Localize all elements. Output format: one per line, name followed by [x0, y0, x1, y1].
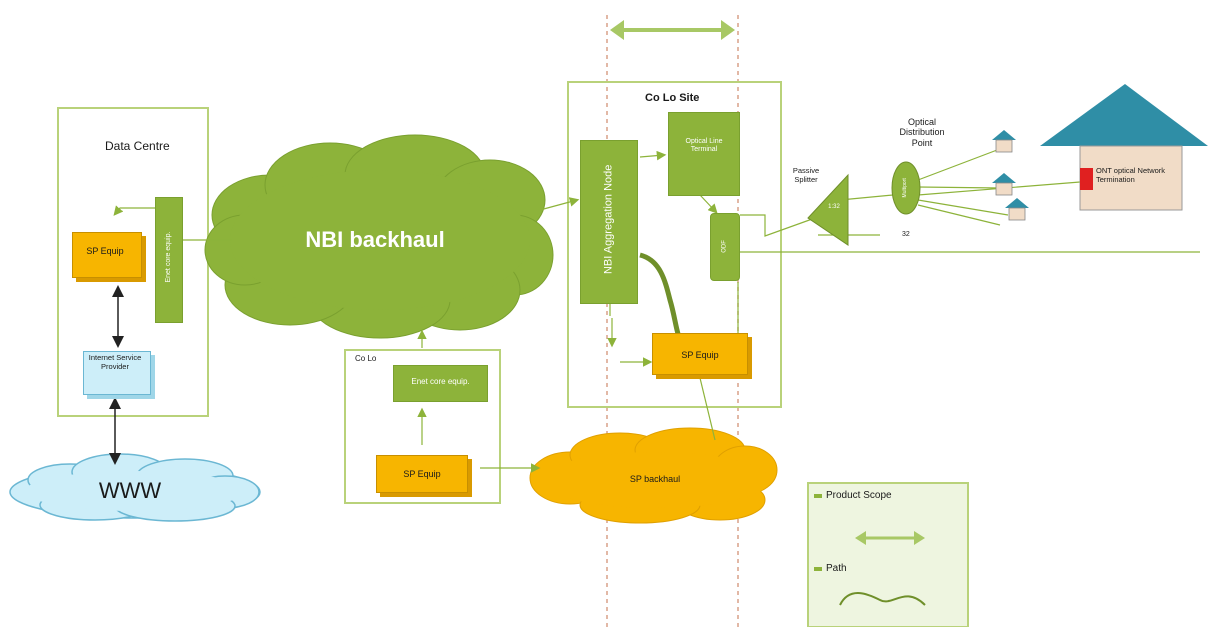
colo-site-sp-equip-label: SP Equip: [681, 350, 719, 360]
colo-site-frame: [567, 81, 782, 408]
olt-box[interactable]: [668, 112, 740, 196]
colo-site-title: Co Lo Site: [645, 92, 700, 104]
product-scope-arrow: [610, 20, 735, 40]
splitter-count: 32: [902, 231, 910, 238]
ont-label: ONT optical Network Termination: [1096, 166, 1166, 184]
legend-path-label: Path: [826, 563, 847, 574]
colo-core-equip-label: Enet core equip.: [411, 377, 470, 386]
odf-box[interactable]: [710, 213, 740, 281]
sp-backhaul-label: SP backhaul: [629, 474, 681, 484]
splitter-ratio: 1:32: [828, 204, 840, 210]
aggregation-node-box[interactable]: [580, 140, 638, 304]
colo-core-equip-box[interactable]: [393, 365, 488, 402]
aggregation-node-label: NBI Aggregation Node: [602, 164, 615, 275]
legend-scope-arrow: [855, 531, 925, 545]
colo-site-sp-equip-box[interactable]: [652, 333, 748, 375]
legend-path-curve: [839, 592, 926, 606]
olt-label: Optical Line Terminal: [685, 138, 723, 154]
odp-inner-label: Multiport: [902, 178, 909, 198]
house-roof-icon: [1040, 84, 1208, 146]
passive-splitter-shape: [807, 173, 849, 246]
legend-bullet-scope: [814, 494, 822, 498]
ont-device-icon: [1080, 168, 1093, 190]
isp-label: Internet Service Provider: [88, 353, 142, 371]
splitter-label: Passive Splitter: [792, 166, 820, 184]
legend-bullet-path: [814, 567, 822, 571]
dc-core-equip-box[interactable]: [155, 197, 183, 323]
nbi-backhaul-label: NBI backhaul: [305, 227, 445, 252]
small-house-icon: [1005, 198, 1029, 208]
dc-sp-equip-label: SP Equip: [86, 246, 124, 256]
small-house-icon: [992, 130, 1016, 140]
odp-label: Optical Distribution Point: [899, 117, 945, 148]
www-label: WWW: [98, 478, 162, 503]
odp-shape: [891, 161, 921, 215]
small-house-icon: [992, 173, 1016, 183]
colo-sp-equip-box[interactable]: [376, 455, 468, 493]
data-centre-title: Data Centre: [105, 139, 170, 153]
legend-box: [807, 482, 969, 627]
odf-label: ODF: [721, 240, 728, 253]
colo-sp-equip-label: SP Equip: [403, 469, 441, 479]
dc-sp-equip-box[interactable]: [72, 232, 142, 278]
colo-small-title: Co Lo: [355, 354, 377, 363]
isp-box[interactable]: [83, 351, 151, 395]
path-curve: [639, 252, 686, 347]
house-body: [1079, 145, 1183, 211]
legend-scope-label: Product Scope: [826, 490, 892, 501]
colo-small-frame: [344, 349, 501, 504]
dc-core-equip-label: Enet core equip.: [164, 231, 172, 283]
